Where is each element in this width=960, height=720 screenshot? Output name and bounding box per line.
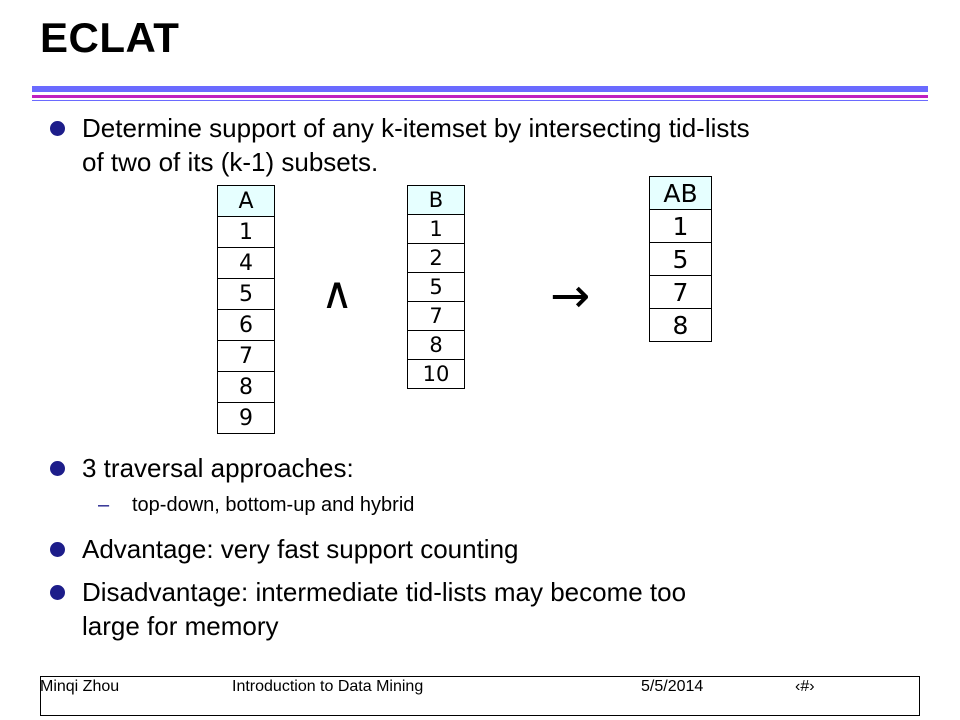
table-cell: 7 [649, 275, 712, 309]
tid-list-table-a: A 1 4 5 6 7 8 9 [217, 185, 275, 434]
table-header-cell: AB [649, 176, 712, 210]
slide-title: ECLAT [40, 14, 180, 61]
tid-list-table-b: B 1 2 5 7 8 10 [407, 185, 465, 389]
footer-author: Minqi Zhou [40, 678, 120, 695]
table-cell: 4 [217, 247, 275, 279]
table-header-cell: A [217, 185, 275, 217]
tid-list-table-ab: AB 1 5 7 8 [649, 176, 712, 342]
bullet-dot [50, 461, 65, 476]
bullet-dot [50, 585, 65, 600]
table-cell: 8 [649, 308, 712, 342]
table-cell: 6 [217, 309, 275, 341]
sub-bullet-text: top-down, bottom-up and hybrid [132, 494, 415, 516]
table-cell: 8 [407, 330, 465, 360]
intersect-operator: ∧ [321, 268, 354, 319]
table-cell: 5 [217, 278, 275, 310]
title-rule-blue [32, 86, 928, 92]
bullet-dot [50, 542, 65, 557]
bullet-text-line: large for memory [82, 611, 279, 641]
footer-page-number: ‹#› [795, 678, 815, 695]
title-rule-magenta [32, 95, 928, 98]
table-cell: 5 [649, 242, 712, 276]
bullet-text-line: Advantage: very fast support counting [82, 534, 519, 564]
table-cell: 7 [217, 340, 275, 372]
table-cell: 1 [649, 209, 712, 243]
table-cell: 7 [407, 301, 465, 331]
table-cell: 10 [407, 359, 465, 389]
bullet-dot [50, 121, 65, 136]
table-cell: 5 [407, 272, 465, 302]
bullet-text-line: Disadvantage: intermediate tid-lists may… [82, 577, 687, 607]
footer-box [40, 676, 920, 716]
bullet-text-line: of two of its (k-1) subsets. [82, 147, 379, 177]
table-cell: 2 [407, 243, 465, 273]
sub-bullet-dash: – [98, 494, 110, 516]
footer-date: 5/5/2014 [641, 678, 704, 695]
bullet-text-line: 3 traversal approaches: [82, 453, 354, 483]
bullet-text-line: Determine support of any k-itemset by in… [82, 113, 750, 143]
table-cell: 8 [217, 371, 275, 403]
table-cell: 1 [407, 214, 465, 244]
table-cell: 9 [217, 402, 275, 434]
table-cell: 1 [217, 216, 275, 248]
right-arrow-icon: → [550, 268, 591, 324]
table-header-cell: B [407, 185, 465, 215]
title-rule-thin [32, 100, 928, 101]
footer-course: Introduction to Data Mining [232, 678, 424, 695]
